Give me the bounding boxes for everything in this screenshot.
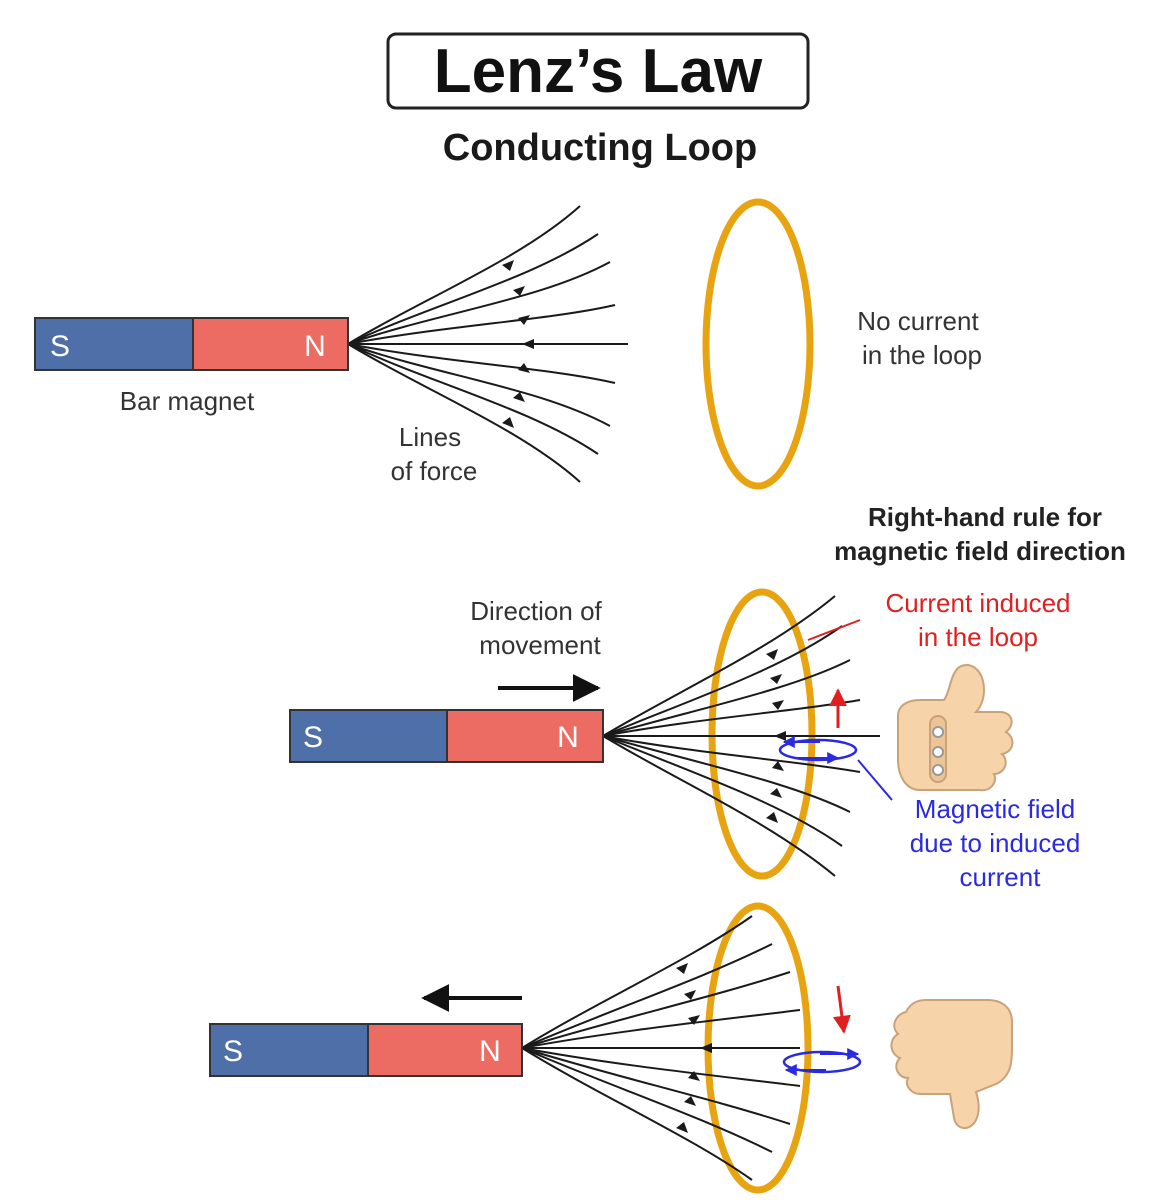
magnet-north-pole [367, 1023, 523, 1077]
field-line-arrows-3 [676, 963, 712, 1133]
panel-magnet-receding: S N [209, 902, 1013, 1194]
right-hand-rule-label-line1: Right-hand rule for [868, 502, 1102, 532]
conducting-loop-1 [702, 198, 814, 490]
current-induced-label-line1: Current induced [886, 588, 1071, 618]
no-current-label-line2: in the loop [862, 340, 982, 370]
conducting-loop-2 [708, 588, 816, 880]
north-label: N [479, 1035, 501, 1068]
field-line-arrows-1 [502, 260, 534, 428]
bar-magnet-label: Bar magnet [120, 386, 255, 416]
bar-magnet-3: S N [209, 1023, 523, 1077]
title-frame [386, 32, 810, 110]
title-box: Lenz’s Law [386, 32, 810, 110]
magnet-north-pole [192, 317, 349, 371]
no-current-label-line1: No current [857, 306, 979, 336]
subtitle: Conducting Loop [443, 127, 757, 169]
north-label: N [304, 330, 326, 363]
magnetic-field-label-line1: Magnetic field [915, 794, 1075, 824]
magnet-north-pole [446, 709, 604, 763]
lines-of-force-label-line2: of force [391, 456, 478, 486]
direction-label-line1: Direction of [470, 596, 602, 626]
panel-magnet-approaching: Right-hand rule for magnetic field direc… [289, 502, 1126, 892]
field-lines-1 [347, 205, 628, 483]
south-label: S [223, 1035, 243, 1068]
page-title: Lenz’s Law [434, 37, 763, 106]
field-label-pointer [857, 759, 893, 801]
induced-field-loop-2 [778, 738, 858, 762]
panel-no-movement: S N Bar magnet Lines of force No current… [34, 198, 982, 490]
south-label: S [303, 721, 323, 754]
field-lines-3 [521, 915, 801, 1181]
field-lines-2 [602, 595, 880, 877]
thumbs-up-hand-icon [897, 663, 1014, 792]
direction-label-line2: movement [479, 630, 601, 660]
thumbs-down-hand-icon [890, 999, 1013, 1129]
bar-magnet-2: S N [289, 709, 604, 763]
magnet-south-pole [289, 709, 448, 763]
current-induced-label-line2: in the loop [918, 622, 1038, 652]
right-hand-rule-label-line2: magnetic field direction [834, 536, 1126, 566]
south-label: S [50, 330, 70, 363]
induced-field-loop-3 [782, 1050, 862, 1074]
magnetic-field-label-line2: due to induced [910, 828, 1081, 858]
bar-magnet-1: S N [34, 317, 349, 371]
magnetic-field-label-line3: current [960, 862, 1042, 892]
current-down-arrow [832, 985, 851, 1034]
current-label-pointer [807, 619, 861, 641]
north-label: N [557, 721, 579, 754]
lines-of-force-label-line1: Lines [399, 422, 461, 452]
